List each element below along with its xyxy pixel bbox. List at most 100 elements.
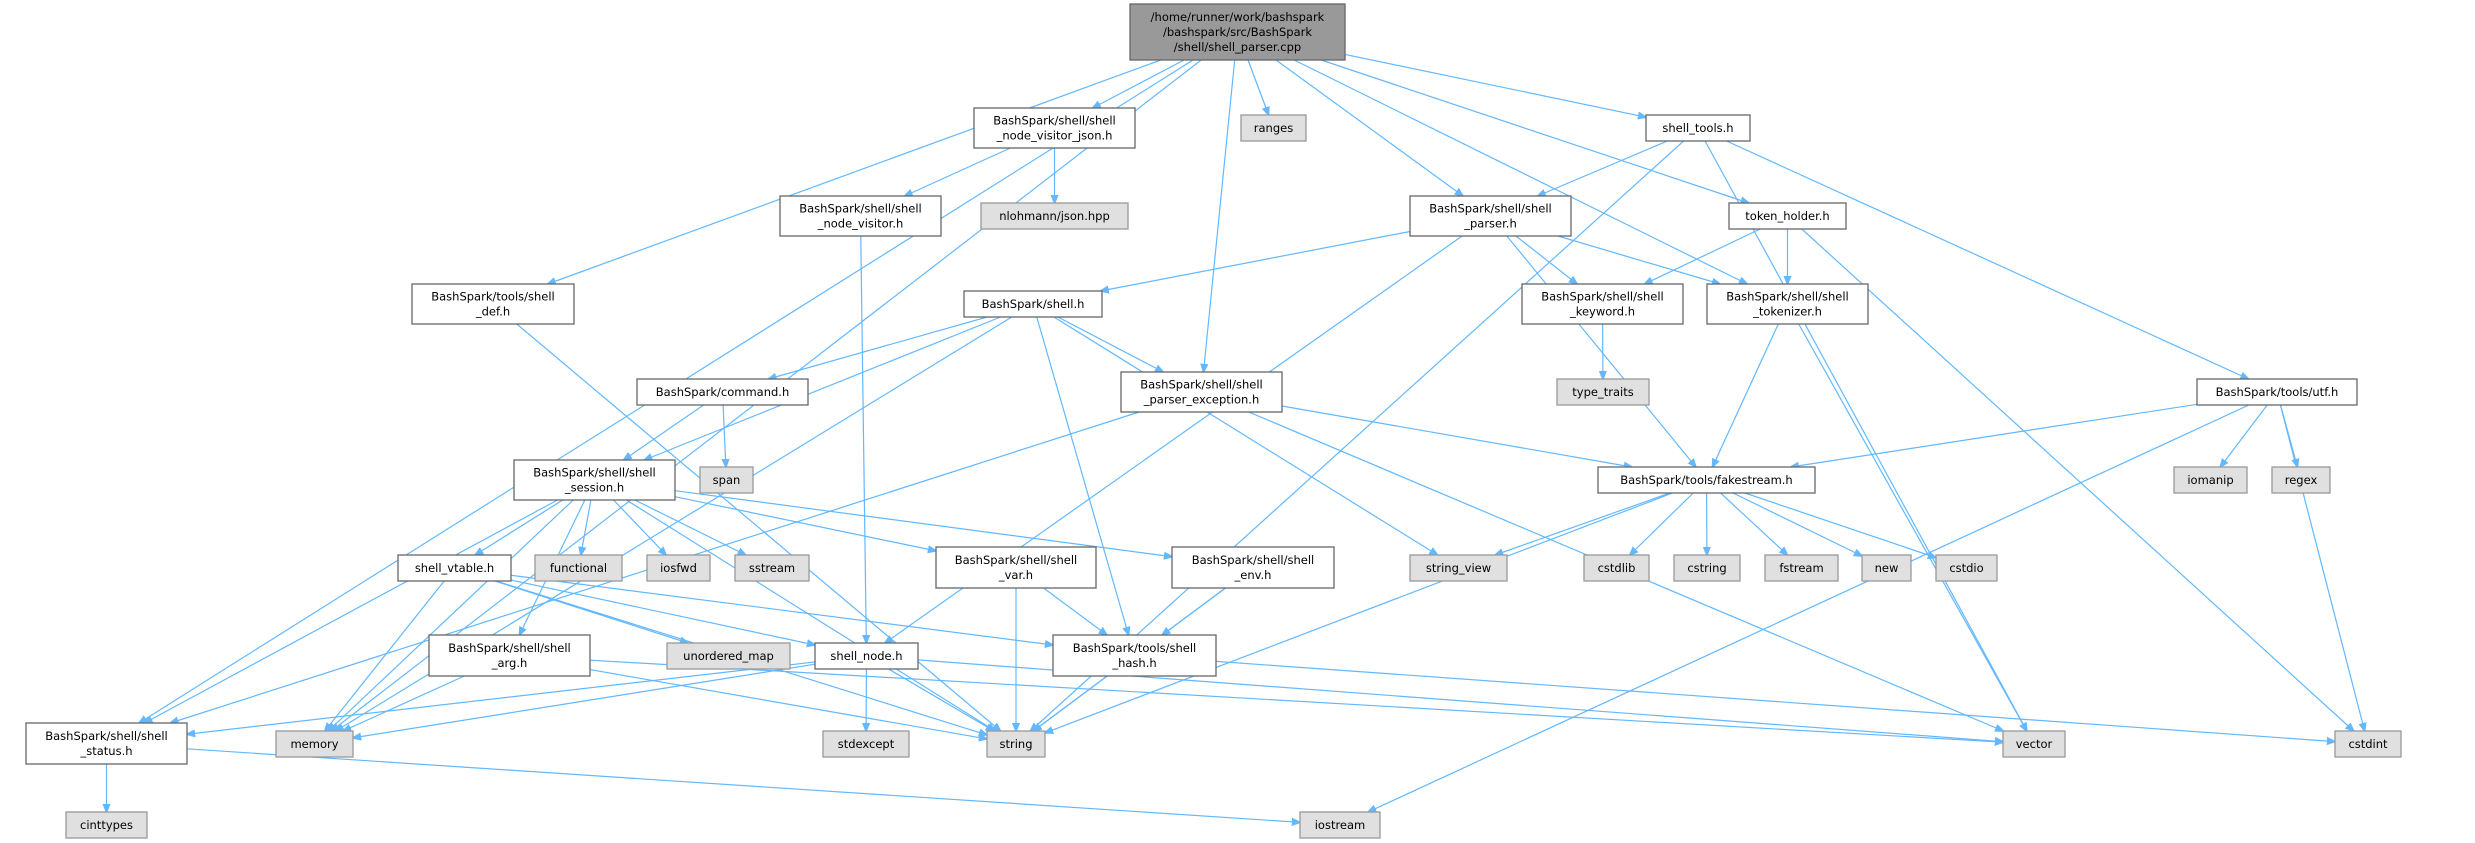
node-iosfwd: iosfwd — [646, 554, 711, 582]
edge-root-to-ranges — [1247, 59, 1269, 115]
edge-parser_h-to-tokenizer — [1557, 235, 1720, 284]
node-box — [2196, 378, 2358, 406]
node-string: string — [986, 730, 1046, 758]
node-label: token_holder.h — [1745, 209, 1829, 223]
node-cinttypes: cinttypes — [65, 811, 148, 839]
node-label: BashSpark/tools/fakestream.h — [1620, 473, 1792, 487]
node-box — [1935, 554, 1998, 582]
node-label: sstream — [749, 561, 795, 575]
node-box — [1645, 114, 1751, 142]
node-box — [2271, 466, 2331, 494]
node-label: BashSpark/shell/shell — [448, 641, 571, 655]
node-var[interactable]: BashSpark/shell/shell_var.h — [935, 546, 1097, 589]
edge-session-to-sstream — [634, 499, 746, 555]
node-label: cstring — [1687, 561, 1726, 575]
node-token_holder[interactable]: token_holder.h — [1728, 202, 1847, 230]
edge-root-to-parser_exc — [1204, 59, 1236, 372]
node-label: BashSpark/tools/utf.h — [2216, 385, 2339, 399]
edge-root-to-shell_tools — [1344, 53, 1646, 117]
nodes-layer: /home/runner/work/bashspark/bashspark/sr… — [25, 3, 2402, 839]
node-box — [513, 459, 676, 501]
node-shell_node[interactable]: shell_node.h — [814, 642, 919, 670]
node-label: /shell/shell_parser.cpp — [1174, 40, 1301, 54]
node-box — [65, 811, 148, 839]
node-shell_h[interactable]: BashSpark/shell.h — [963, 290, 1103, 318]
node-label: _status.h — [79, 744, 132, 758]
node-label: iosfwd — [660, 561, 697, 575]
node-label: string — [999, 737, 1032, 751]
node-label: fstream — [1779, 561, 1823, 575]
edge-root-to-visitor_json — [1093, 59, 1185, 108]
edge-shell_tools-to-utf — [1726, 140, 2249, 379]
edge-shell_h-to-string_view — [1053, 316, 1438, 555]
node-parser_exc[interactable]: BashSpark/shell/shell_parser_exception.h — [1120, 371, 1283, 413]
node-shell_def[interactable]: BashSpark/tools/shell_def.h — [411, 283, 575, 325]
node-box — [1120, 371, 1283, 413]
node-box — [699, 466, 754, 494]
node-nlohmann: nlohmann/json.hpp — [980, 202, 1129, 230]
node-vector: vector — [2002, 730, 2066, 758]
node-visitor[interactable]: BashSpark/shell/shell_node_visitor.h — [779, 195, 942, 237]
node-box — [2173, 466, 2248, 494]
node-box — [1240, 114, 1307, 142]
node-visitor_json[interactable]: BashSpark/shell/shell_node_visitor_json.… — [973, 107, 1136, 149]
node-label: BashSpark/shell/shell — [1140, 378, 1263, 392]
node-label: BashSpark/shell/shell — [1429, 202, 1552, 216]
edge-shell_h-to-hash — [1036, 316, 1129, 635]
node-status[interactable]: BashSpark/shell/shell_status.h — [25, 722, 188, 765]
node-session[interactable]: BashSpark/shell/shell_session.h — [513, 459, 676, 501]
node-label: _tokenizer.h — [1752, 305, 1822, 319]
node-box — [275, 730, 354, 758]
node-keyword[interactable]: BashSpark/shell/shell_keyword.h — [1521, 283, 1684, 325]
node-box — [1171, 546, 1335, 589]
edge-arg-to-string — [589, 668, 987, 739]
edge-fakestream-to-string — [1045, 492, 1673, 733]
node-label: _node_visitor.h — [817, 217, 904, 231]
edge-arg-to-vector — [589, 659, 2003, 742]
node-utf[interactable]: BashSpark/tools/utf.h — [2196, 378, 2358, 406]
node-new: new — [1861, 554, 1912, 582]
node-label: cstdint — [2348, 737, 2388, 751]
node-env[interactable]: BashSpark/shell/shell_env.h — [1171, 546, 1335, 589]
node-box — [1521, 283, 1684, 325]
node-tokenizer[interactable]: BashSpark/shell/shell_tokenizer.h — [1706, 283, 1869, 325]
node-box — [534, 554, 623, 582]
node-label: _keyword.h — [1569, 305, 1635, 319]
node-label: BashSpark/shell/shell — [1541, 290, 1664, 304]
edge-shell_def-to-string — [516, 323, 1001, 731]
node-label: _hash.h — [1111, 656, 1156, 670]
node-command[interactable]: BashSpark/command.h — [636, 378, 809, 406]
node-box — [814, 642, 919, 670]
node-hash[interactable]: BashSpark/tools/shell_hash.h — [1052, 634, 1217, 677]
edge-token_holder-to-cstdint — [1801, 228, 2354, 731]
node-label: _arg.h — [491, 656, 528, 670]
node-label: memory — [290, 737, 338, 751]
node-unordered_map: unordered_map — [666, 642, 791, 670]
node-label: BashSpark/tools/shell — [431, 290, 555, 304]
edge-shell_tools-to-parser_h — [1538, 140, 1668, 196]
node-arg[interactable]: BashSpark/shell/shell_arg.h — [428, 634, 591, 677]
node-root[interactable]: /home/runner/work/bashspark/bashspark/sr… — [1129, 3, 1346, 61]
node-box — [1409, 554, 1508, 582]
node-box — [986, 730, 1046, 758]
node-label: BashSpark/tools/shell — [1073, 641, 1197, 655]
node-label: BashSpark/shell/shell — [45, 729, 168, 743]
edge-shell_node-to-memory — [353, 663, 816, 738]
node-label: ranges — [1254, 121, 1293, 135]
node-iostream: iostream — [1299, 811, 1381, 839]
node-parser_h[interactable]: BashSpark/shell/shell_parser.h — [1409, 195, 1572, 237]
node-vtable[interactable]: shell_vtable.h — [397, 554, 512, 582]
node-box — [2334, 730, 2402, 758]
node-shell_tools[interactable]: shell_tools.h — [1645, 114, 1751, 142]
node-label: shell_vtable.h — [415, 561, 494, 575]
node-box — [666, 642, 791, 670]
edge-root-to-parser_h — [1275, 59, 1463, 196]
node-box — [734, 554, 810, 582]
node-label: BashSpark/shell/shell — [993, 114, 1116, 128]
node-label: BashSpark/shell/shell — [955, 553, 1078, 567]
edge-tokenizer-to-vector — [1798, 323, 2027, 731]
node-box — [973, 107, 1136, 149]
node-fakestream[interactable]: BashSpark/tools/fakestream.h — [1597, 466, 1816, 494]
node-label: BashSpark/shell/shell — [1726, 290, 1849, 304]
node-iomanip: iomanip — [2173, 466, 2248, 494]
